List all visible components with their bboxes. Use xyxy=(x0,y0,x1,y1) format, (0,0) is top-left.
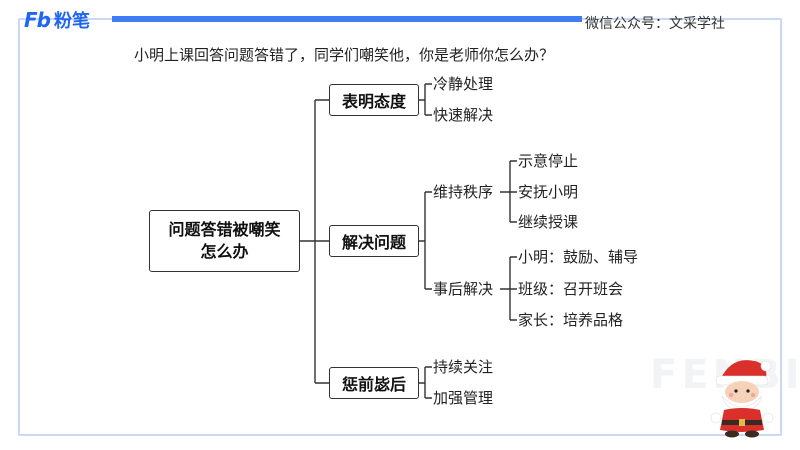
leaf-signal-stop: 示意停止 xyxy=(518,152,579,170)
leaf-xiaoming: 小明：鼓励、辅导 xyxy=(518,248,639,266)
santa-mascot-icon xyxy=(710,360,774,438)
leaf-parents: 家长：培养品格 xyxy=(518,311,624,329)
question-text: 小明上课回答问题答错了，同学们嘲笑他，你是老师你怎么办？ xyxy=(134,46,555,64)
leaf-class: 班级：召开班会 xyxy=(518,280,624,298)
fenbi-logo: Fb 粉笔 xyxy=(24,8,90,32)
header-accent-bar xyxy=(112,16,582,22)
logo-text: 粉笔 xyxy=(53,11,90,32)
leaf-manage: 加强管理 xyxy=(433,389,494,407)
branch-solve: 解决问题 xyxy=(329,225,419,257)
leaf-quick: 快速解决 xyxy=(433,106,494,124)
branch-attitude: 表明态度 xyxy=(329,84,419,116)
leaf-comfort: 安抚小明 xyxy=(518,183,579,201)
root-line-2: 怎么办 xyxy=(200,242,249,261)
leaf-calm: 冷静处理 xyxy=(433,75,494,93)
sub-after: 事后解决 xyxy=(433,280,494,298)
branch-prevent: 惩前毖后 xyxy=(329,367,419,399)
logo-mark: Fb xyxy=(24,8,51,32)
wechat-account: 微信公众号：文采学社 xyxy=(585,16,725,32)
leaf-follow: 持续关注 xyxy=(433,358,494,376)
leaf-continue: 继续授课 xyxy=(518,213,579,231)
mindmap-root: 问题答错被嘲笑 怎么办 xyxy=(149,210,300,272)
root-line-1: 问题答错被嘲笑 xyxy=(168,220,281,239)
sub-order: 维持秩序 xyxy=(433,183,494,201)
